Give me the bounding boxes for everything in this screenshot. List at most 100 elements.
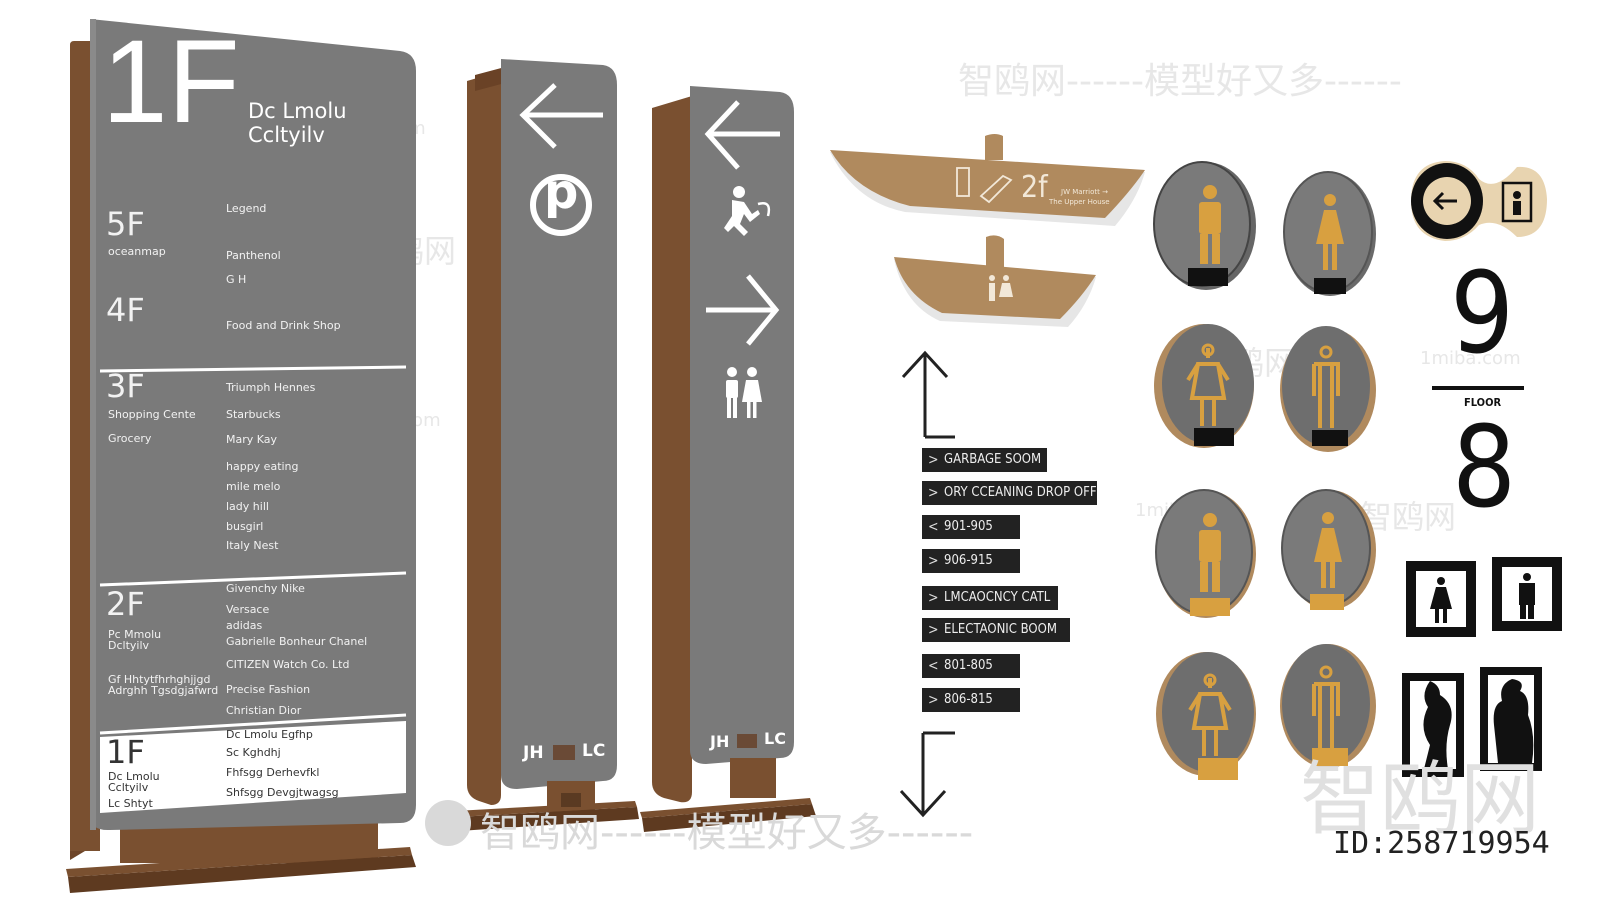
- wayfinding-tag-label: LMCAOCNCY CATL: [944, 590, 1051, 605]
- floor-3f-name2: Grocery: [108, 432, 152, 445]
- shop-5f-0: Legend: [226, 202, 267, 215]
- wayfinding-tag-label: ORY CCEANING DROP OFF: [944, 485, 1097, 500]
- up-arrow-icon: [901, 350, 949, 437]
- wayfinding-tag-label: 906-915: [944, 553, 993, 568]
- floor-number-divider: [1432, 386, 1524, 390]
- floor-1f-name2: Ccltyilv: [108, 781, 149, 794]
- shop-2f-6: Christian Dior: [226, 704, 302, 717]
- restroom-sign-woman-1: [1283, 171, 1376, 296]
- directory-totem: 1F Dc Lmolu Ccltyilv 5F oceanmap Legend …: [60, 15, 420, 895]
- floor-3f-name: Shopping Cente: [108, 408, 196, 421]
- exit-pylon: JH LC: [640, 82, 825, 842]
- shop-3f-1: Starbucks: [226, 408, 281, 421]
- chevron-right-icon: >: [928, 553, 939, 569]
- square-man-silhouette-icon: [1480, 667, 1542, 771]
- shop-1f-0: Dc Lmolu Egfhp: [226, 728, 313, 741]
- restroom-sign-man-4: [1280, 644, 1376, 768]
- parking-brand-right: LC: [582, 741, 606, 761]
- floor-number-label: FLOOR: [1464, 396, 1502, 409]
- floor-3f-level: 3F: [106, 367, 145, 405]
- down-arrow-icon: [899, 733, 947, 818]
- hanging-sign-level: 2f: [1021, 170, 1048, 205]
- shop-3f-6: busgirl: [226, 520, 264, 533]
- shop-2f-4: CITIZEN Watch Co. Ltd: [226, 658, 350, 671]
- wayfinding-tag-label: 806-815: [944, 692, 993, 707]
- wayfinding-tag-label: GARBAGE SOOM: [944, 452, 1042, 467]
- plaque-door-icon: [1501, 181, 1533, 223]
- square-woman-icon: [1406, 561, 1476, 637]
- floor-number-lower: 8: [1452, 403, 1517, 533]
- watermark-id: ID:258719954: [1333, 826, 1550, 861]
- watermark-brand-top: 智鸥网------模型好又多------: [958, 61, 1402, 102]
- exit-brand-right: LC: [764, 729, 786, 748]
- wayfinding-tag-4: > LMCAOCNCY CATL: [922, 586, 1058, 610]
- directory-title-line1: Dc Lmolu: [248, 99, 347, 123]
- exit-pylon-frame: [640, 86, 816, 832]
- shop-5f-1: Panthenol: [226, 249, 281, 262]
- restroom-sign-man-1: [1153, 161, 1256, 290]
- shop-3f-0: Triumph Hennes: [226, 381, 316, 394]
- chevron-right-icon: >: [928, 452, 939, 468]
- hanging-sign-small: [890, 235, 1100, 335]
- square-restroom-icons: [1402, 557, 1562, 777]
- floor-2f-name2: Dcltyilv: [108, 639, 150, 652]
- parking-brand-left: JH: [523, 743, 544, 763]
- wayfinding-tag-6: <801-805: [922, 654, 1020, 678]
- floor-5f-name: oceanmap: [108, 245, 166, 258]
- chevron-right-icon: >: [928, 590, 939, 606]
- shop-2f-5: Precise Fashion: [226, 683, 311, 696]
- emergency-exit-icon: [724, 186, 771, 236]
- restroom-sign-man-2: [1280, 326, 1376, 452]
- exit-brand-left: JH: [710, 732, 730, 751]
- chevron-right-icon: >: [928, 692, 939, 708]
- wayfinding-tag-7: >806-815: [922, 688, 1020, 712]
- restroom-sign-woman-2: [1154, 324, 1254, 448]
- shop-3f-5: lady hill: [226, 500, 269, 513]
- chevron-right-icon: >: [928, 485, 939, 501]
- up-down-arrows: [899, 350, 955, 818]
- exit-logo-icon: [737, 734, 757, 748]
- wayfinding-tag-1: > ORY CCEANING DROP OFF: [922, 481, 1097, 505]
- escalator-icon: [979, 174, 1013, 204]
- floor-2f-name: Pc Mmolu: [108, 628, 162, 641]
- shop-2f-0: Givenchy Nike: [226, 582, 305, 595]
- wayfinding-tag-5: > ELECTAONIC BOOM: [922, 618, 1070, 642]
- restroom-sign-woman-4: [1156, 652, 1256, 780]
- hanging-sign-large-shape: [830, 134, 1145, 226]
- wayfinding-tag-label: 901-905: [944, 519, 993, 534]
- chevron-left-icon: <: [928, 658, 939, 674]
- wayfinding-tag-label: 801-805: [944, 658, 993, 673]
- parking-logo-icon: [553, 745, 575, 760]
- restroom-icon: [726, 367, 762, 418]
- parking-symbol: p: [544, 164, 579, 220]
- shop-1f-1: Sc Kghdhj: [226, 746, 281, 759]
- floor-1f-level: 1F: [106, 733, 145, 771]
- floor-2f-name3: Gf Hhtytfhrhghjjgd: [108, 673, 211, 686]
- directory-title-line2: Ccltyilv: [248, 123, 325, 147]
- floor-5f-level: 5F: [106, 205, 145, 243]
- plaque-left-arrow-icon: [1432, 191, 1457, 211]
- parking-pylon: p JH LC: [455, 55, 640, 835]
- shop-1f-2: Fhfsgg Derhevfkl: [226, 766, 320, 779]
- square-woman-silhouette-icon: [1402, 673, 1464, 777]
- exit-left-arrow-icon: [704, 100, 780, 170]
- shop-3f-7: Italy Nest: [226, 539, 279, 552]
- wayfinding-tag-label: ELECTAONIC BOOM: [944, 622, 1057, 637]
- directory-totem-frame: [66, 19, 416, 893]
- floor-4f-level: 4F: [106, 291, 145, 329]
- chevron-right-icon: >: [928, 622, 939, 638]
- shop-3f-4: mile melo: [226, 480, 281, 493]
- door-plaque: [1411, 161, 1547, 241]
- directory-floor-big: 1F: [102, 16, 240, 148]
- shop-2f-2: adidas: [226, 619, 263, 632]
- shop-5f-2: G H: [226, 273, 247, 286]
- hanging-sign-line2: The Upper House: [1049, 198, 1110, 206]
- watermark-logo-icon: [425, 800, 471, 846]
- shop-3f-2: Mary Kay: [226, 433, 278, 446]
- wayfinding-tag-2: <901-905: [922, 515, 1020, 539]
- parking-icon: [530, 174, 592, 236]
- elevator-icon: [956, 167, 970, 197]
- restroom-small-icon: [989, 275, 1013, 301]
- wayfinding-tag-3: >906-915: [922, 549, 1020, 573]
- left-arrow-icon: [519, 83, 603, 149]
